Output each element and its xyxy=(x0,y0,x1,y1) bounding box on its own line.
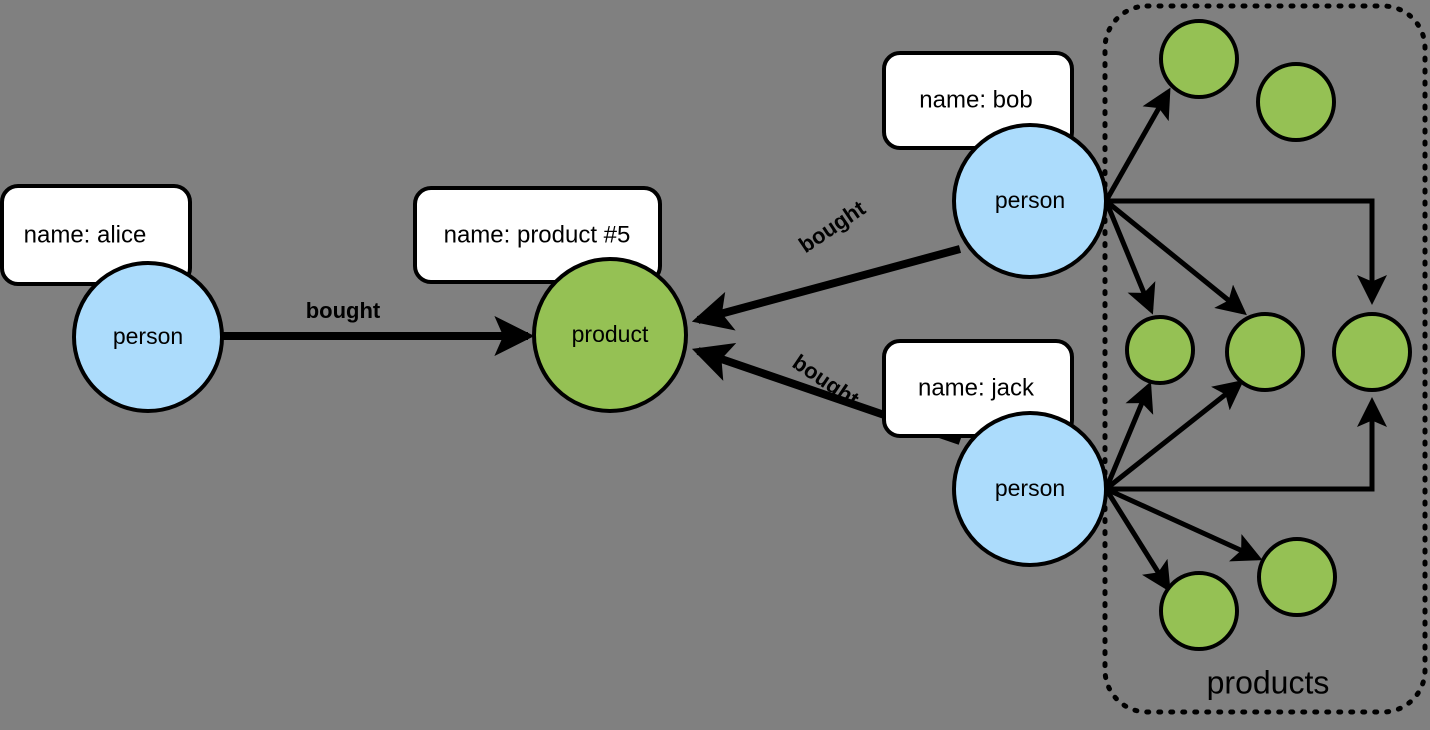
product-circle-4[interactable] xyxy=(1225,312,1305,392)
node-jack[interactable]: person xyxy=(952,411,1108,567)
node-product5-circle[interactable] xyxy=(532,257,688,413)
node-product5-label: product xyxy=(572,321,649,347)
node-product5[interactable]: product xyxy=(532,257,688,413)
product-circle-6[interactable] xyxy=(1257,537,1337,617)
edge-label-bob-bought: bought xyxy=(794,195,870,258)
alice-property-text: name: alice xyxy=(24,221,147,248)
product-circle-5[interactable] xyxy=(1332,312,1412,392)
alice-property-box: name: alice xyxy=(0,184,192,286)
edge-bob-to-product-circle-3 xyxy=(1103,200,1156,315)
edge-label-alice-bought: bought xyxy=(306,298,381,323)
edge-jack-to-product-circle-3 xyxy=(1103,381,1154,490)
edge-label-jack-bought: bought xyxy=(788,349,864,412)
edge-jack-to-product-circle-7 xyxy=(1103,487,1171,593)
node-alice-circle[interactable] xyxy=(72,261,224,413)
node-alice-label: person xyxy=(113,323,183,349)
product-circle-1[interactable] xyxy=(1159,19,1239,99)
bob-property-box: name: bob xyxy=(882,51,1074,150)
edge-bob-to-product-circle-1 xyxy=(1103,87,1171,203)
node-alice[interactable]: person xyxy=(72,261,224,413)
edge-jack-to-product-circle-5 xyxy=(1106,397,1387,492)
products-group-container xyxy=(1102,3,1428,715)
edge-bob-bought-product xyxy=(691,245,962,331)
product-circle-7[interactable] xyxy=(1159,571,1239,651)
bob-property-text: name: bob xyxy=(919,86,1032,113)
jack-property-text: name: jack xyxy=(918,374,1035,401)
node-bob-circle[interactable] xyxy=(952,123,1108,279)
node-jack-circle[interactable] xyxy=(952,411,1108,567)
edge-bob-to-product-circle-4 xyxy=(1104,199,1247,316)
product-circle-3[interactable] xyxy=(1125,315,1195,385)
edge-bob-to-product-circle-5 xyxy=(1106,198,1387,305)
edge-jack-to-product-circle-6 xyxy=(1104,486,1263,562)
node-bob[interactable]: person xyxy=(952,123,1108,279)
product5-property-text: name: product #5 xyxy=(444,221,631,248)
node-jack-label: person xyxy=(995,475,1065,501)
products-group-label: products xyxy=(1207,664,1330,700)
edge-jack-to-product-circle-4 xyxy=(1104,379,1244,491)
product-circle-2[interactable] xyxy=(1256,62,1336,142)
node-bob-label: person xyxy=(995,187,1065,213)
